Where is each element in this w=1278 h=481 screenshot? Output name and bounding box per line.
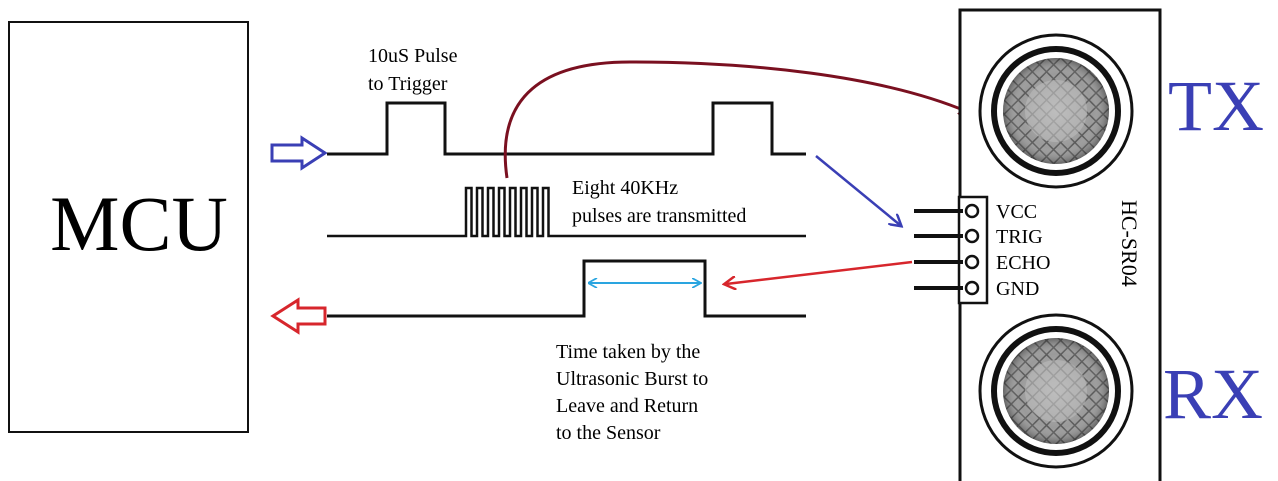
echo-time-label-line3: Leave and Return bbox=[556, 395, 698, 417]
sensor-model-label: HC-SR04 bbox=[1117, 200, 1142, 287]
burst-label-line2: pulses are transmitted bbox=[572, 205, 746, 227]
trigger-to-tx-arrow bbox=[503, 60, 968, 179]
rx-transducer bbox=[978, 313, 1134, 469]
pin-label-echo: ECHO bbox=[996, 252, 1050, 274]
echo-pin-to-waveform-arrow bbox=[726, 260, 913, 284]
trigger-to-trig-pin-arrow bbox=[815, 155, 900, 225]
trigger-waveform bbox=[327, 101, 806, 156]
burst-waveform bbox=[327, 186, 806, 238]
echo-time-label-line4: to the Sensor bbox=[556, 422, 661, 444]
pin-label-gnd: GND bbox=[996, 278, 1039, 300]
pin-label-trig: TRIG bbox=[996, 226, 1043, 248]
echo-time-label-line1: Time taken by the bbox=[556, 341, 700, 363]
pin-label-vcc: VCC bbox=[996, 201, 1037, 223]
echo-time-label-line2: Ultrasonic Burst to bbox=[556, 368, 708, 390]
tx-transducer bbox=[978, 33, 1134, 189]
mcu-input-arrow bbox=[270, 135, 328, 171]
echo-waveform bbox=[327, 259, 806, 318]
mcu-block: MCU bbox=[8, 21, 249, 433]
burst-label-line1: Eight 40KHz bbox=[572, 177, 678, 199]
mcu-output-arrow bbox=[270, 297, 327, 335]
mcu-label: MCU bbox=[50, 180, 228, 267]
pin-header: VCC TRIG ECHO GND bbox=[914, 195, 1050, 305]
hc-sr04-sensor: VCC TRIG ECHO GND HC-SR04 bbox=[914, 8, 1162, 481]
tx-label: TX bbox=[1168, 66, 1264, 146]
rx-label: RX bbox=[1163, 354, 1263, 434]
trigger-pulse-label-line2: to Trigger bbox=[368, 73, 448, 95]
trigger-pulse-label-line1: 10uS Pulse bbox=[368, 45, 458, 67]
